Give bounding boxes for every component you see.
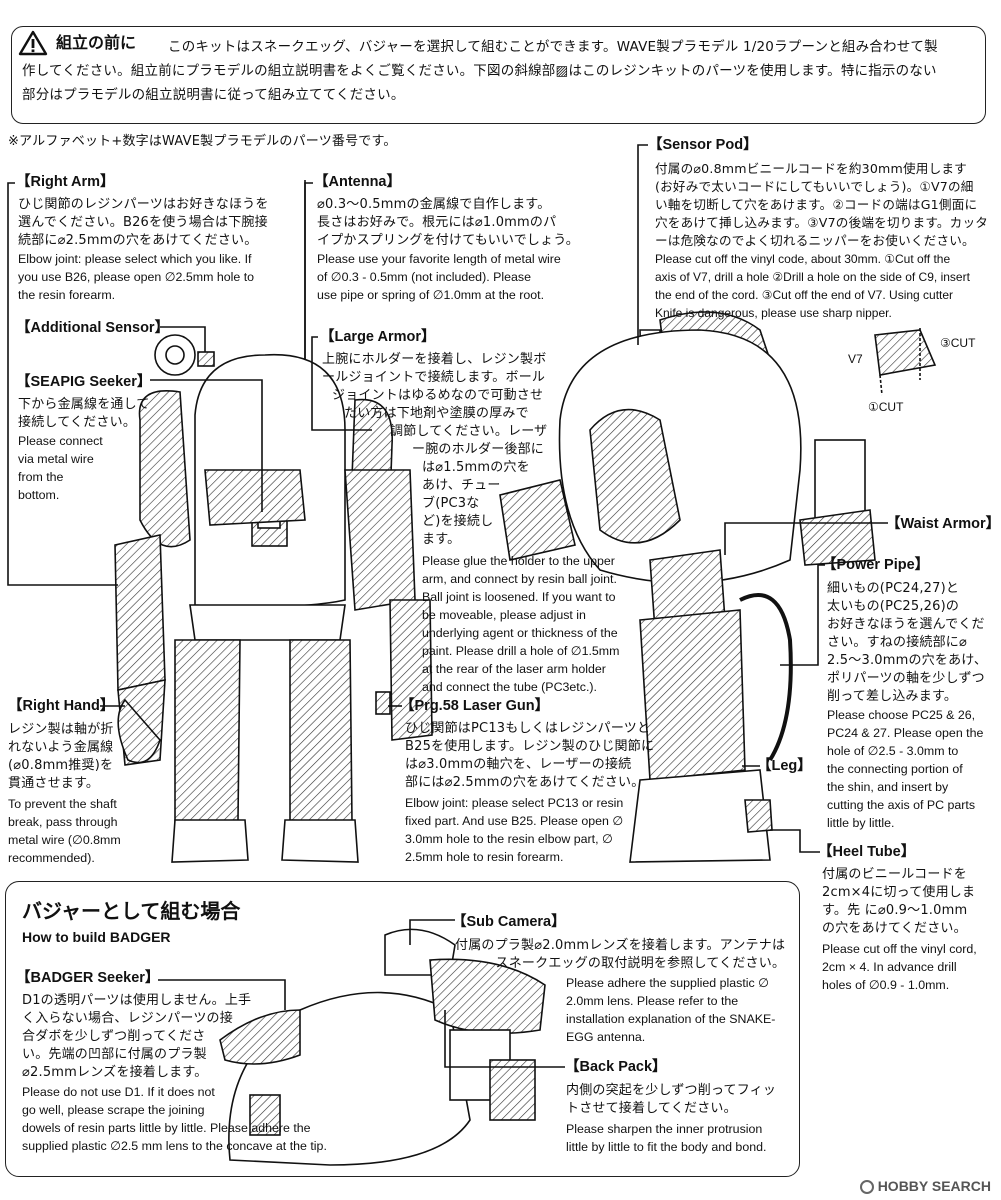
sub-camera-jp: 付属のプラ製⌀2.0mmレンズを接着します。アンテナはスネークエッグの取付説明を… bbox=[455, 938, 786, 971]
waist-armor-label: 【Waist Armor】 bbox=[886, 516, 1001, 532]
notice-title: 組立の前に bbox=[56, 33, 137, 52]
right-arm-label: 【Right Arm】 bbox=[16, 174, 115, 190]
antenna-en: Please use your favorite length of metal… bbox=[317, 252, 561, 302]
power-pipe-jp: 細いもの(PC24,27)と太いもの(PC25,26)のお好きなほうを選んでくだ… bbox=[827, 581, 988, 704]
robot-front-view bbox=[114, 180, 433, 863]
badger-title-jp: バジャーとして組む場合 bbox=[22, 899, 241, 923]
v7-callout: V7 bbox=[848, 352, 863, 366]
seapig-seeker-label: 【SEAPIG Seeker】 bbox=[16, 374, 152, 390]
laser-gun-en: Elbow joint: please select PC13 or resin… bbox=[405, 796, 624, 864]
sensor-pod-en: Please cut off the vinyl code, about 30m… bbox=[655, 252, 970, 320]
notice-line-3: 部分はプラモデルの組立説明書に従って組み立ててください。 bbox=[22, 87, 405, 103]
back-pack-label: 【Back Pack】 bbox=[565, 1059, 667, 1075]
sensor-pod-label: 【Sensor Pod】 bbox=[648, 137, 758, 153]
right-arm-en: Elbow joint: please select which you lik… bbox=[18, 252, 255, 302]
warning-icon bbox=[18, 30, 48, 56]
heel-tube-label: 【Heel Tube】 bbox=[818, 844, 916, 860]
cut3-callout: ③CUT bbox=[940, 336, 976, 350]
sub-camera-label: 【Sub Camera】 bbox=[452, 914, 566, 930]
leg-label: 【Leg】 bbox=[757, 758, 812, 774]
large-armor-label: 【Large Armor】 bbox=[320, 329, 436, 345]
seapig-seeker-jp: 下から金属線を通して接続してください。 bbox=[18, 397, 150, 430]
back-pack-jp: 内側の突起を少しずつ削ってフィットさせて接着してください。 bbox=[566, 1083, 777, 1116]
badger-view bbox=[219, 928, 546, 1166]
antenna-jp: ⌀0.3～0.5mmの金属線で自作します。長さはお好みで。根元には⌀1.0mmの… bbox=[317, 197, 579, 248]
leader-lines bbox=[7, 144, 888, 1068]
sensor-pod-jp: 付属の⌀0.8mmビニールコードを約30mm使用します(お好みで太いコードにして… bbox=[655, 161, 989, 248]
additional-sensor-label: 【Additional Sensor】 bbox=[16, 320, 170, 336]
hobby-search-logo-icon bbox=[859, 1180, 874, 1194]
right-arm-jp: ひじ関節のレジンパーツはお好きなほうを選んでください。B26を使う場合は下腕接続… bbox=[18, 197, 269, 248]
badger-seeker-jp: D1の透明パーツは使用しません。上手く入らない場合、レジンパーツの接合ダボを少し… bbox=[22, 993, 252, 1080]
sub-camera-en: Please adhere the supplied plastic ∅2.0m… bbox=[566, 976, 776, 1044]
watermark: HOBBY SEARCH bbox=[859, 1178, 991, 1194]
right-hand-label: 【Right Hand】 bbox=[8, 698, 115, 714]
badger-box bbox=[5, 881, 800, 1177]
large-armor-jp: 上腕にホルダーを接着し、レジン製ボ ールジョイントで接続します。ボール ジョイン… bbox=[322, 352, 548, 547]
antenna-label: 【Antenna】 bbox=[314, 174, 401, 190]
badger-seeker-label: 【BADGER Seeker】 bbox=[16, 970, 160, 986]
right-hand-jp: レジン製は軸が折れないよう金属線(⌀0.8mm推奨)を貫通させます。 bbox=[8, 722, 114, 791]
robot-side-view bbox=[499, 311, 937, 863]
part-number-note: ※アルファベット+数字はWAVE製プラモデルのパーツ番号です。 bbox=[8, 134, 397, 149]
badger-title-en: How to build BADGER bbox=[22, 929, 171, 945]
heel-tube-en: Please cut off the vinyl cord,2cm × 4. I… bbox=[822, 942, 977, 992]
power-pipe-en: Please choose PC25 & 26,PC24 & 27. Pleas… bbox=[827, 708, 984, 830]
cut1-callout: ①CUT bbox=[868, 400, 904, 414]
notice-line-1: このキットはスネークエッグ、バジャーを選択して組むことができます。WAVE製プラ… bbox=[168, 39, 938, 55]
notice-line-2: 作してください。組立前にプラモデルの組立説明書をよくご覧ください。下図の斜線部▨… bbox=[22, 63, 937, 79]
assembly-notice-box bbox=[11, 26, 986, 124]
laser-gun-label: 【Prg.58 Laser Gun】 bbox=[400, 698, 550, 714]
power-pipe-label: 【Power Pipe】 bbox=[822, 557, 930, 573]
